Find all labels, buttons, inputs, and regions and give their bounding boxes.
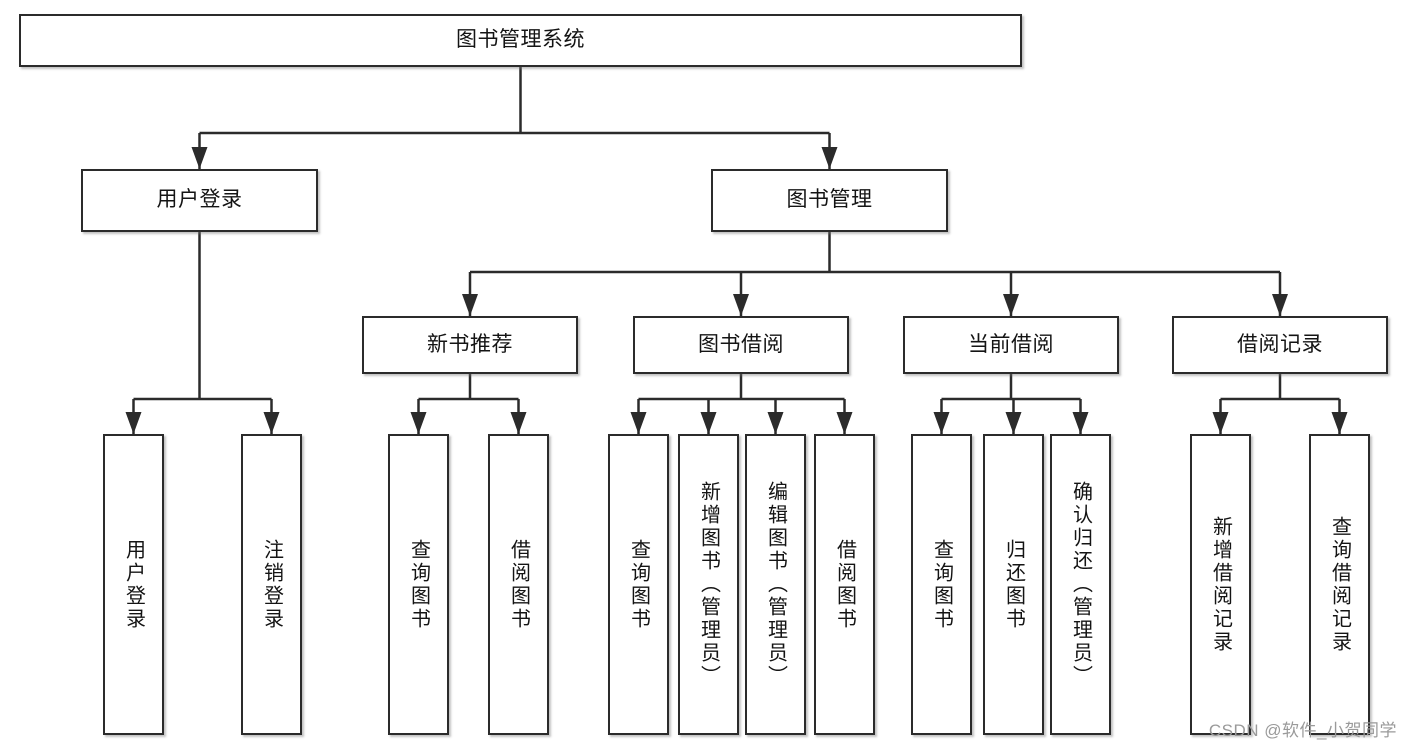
node-label: 用户登录 [156,188,243,212]
node-label: 图书管理 [786,188,873,212]
node-label: 借阅图书 [507,538,530,631]
node-current-borrow[interactable]: 当前借阅 [903,316,1119,374]
node-root[interactable]: 图书管理系统 [19,14,1022,67]
node-label: 当前借阅 [968,332,1054,356]
node-label: 新增借阅记录 [1209,515,1232,654]
node-borrow-record[interactable]: 借阅记录 [1172,316,1388,374]
node-label: 归还图书 [1002,538,1025,631]
node-leaf-query-borrow-record[interactable]: 查询借阅记录 [1309,434,1370,735]
watermark: CSDN @软件_小贺同学 [1208,721,1397,740]
node-leaf-add-book-admin[interactable]: 新增图书（管理员） [678,434,739,735]
node-leaf-edit-book-admin[interactable]: 编辑图书（管理员） [745,434,806,735]
node-label: 查询图书 [627,538,650,631]
node-label: 查询借阅记录 [1328,515,1351,654]
node-leaf-query-book-2[interactable]: 查询图书 [608,434,669,735]
node-leaf-logout[interactable]: 注销登录 [241,434,302,735]
node-user-login[interactable]: 用户登录 [81,169,318,232]
node-leaf-borrow-book-2[interactable]: 借阅图书 [814,434,875,735]
node-label: 确认归还（管理员） [1069,481,1092,688]
node-book-borrow[interactable]: 图书借阅 [633,316,849,374]
node-label: 编辑图书（管理员） [764,481,787,688]
node-leaf-borrow-book-1[interactable]: 借阅图书 [488,434,549,735]
node-label: 查询图书 [407,538,430,631]
node-leaf-add-borrow-record[interactable]: 新增借阅记录 [1190,434,1251,735]
node-label: 注销登录 [260,538,283,631]
node-label: 新书推荐 [427,332,513,356]
node-label: 新增图书（管理员） [697,481,720,688]
node-leaf-user-login[interactable]: 用户登录 [103,434,164,735]
node-label: 借阅记录 [1237,332,1323,356]
node-leaf-query-book-1[interactable]: 查询图书 [388,434,449,735]
node-leaf-confirm-return-admin[interactable]: 确认归还（管理员） [1050,434,1111,735]
node-new-book-recommend[interactable]: 新书推荐 [362,316,578,374]
node-label: 查询图书 [930,538,953,631]
node-label: 借阅图书 [833,538,856,631]
node-leaf-query-book-3[interactable]: 查询图书 [911,434,972,735]
node-label: 图书管理系统 [456,28,585,52]
node-label: 用户登录 [122,538,145,631]
node-leaf-return-book[interactable]: 归还图书 [983,434,1044,735]
node-label: 图书借阅 [698,332,784,356]
node-book-management[interactable]: 图书管理 [711,169,948,232]
